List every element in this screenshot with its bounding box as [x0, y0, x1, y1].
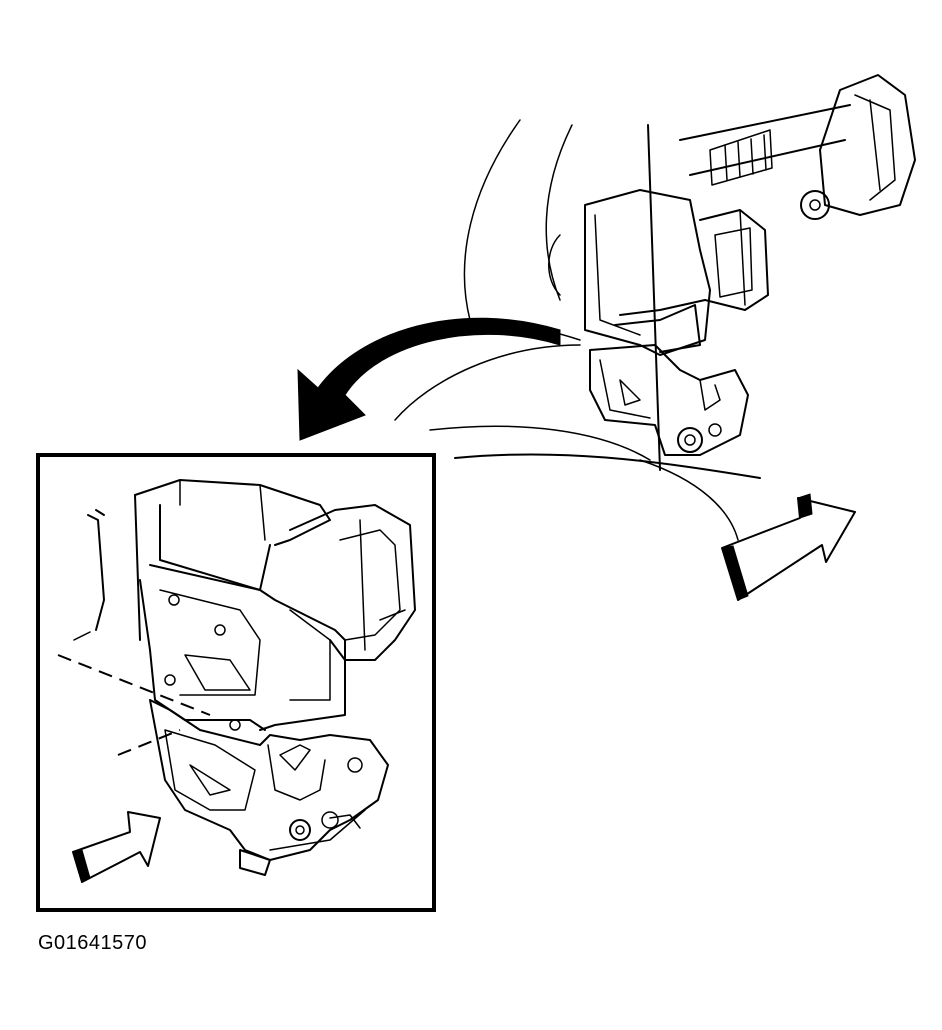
- inset-latch-detail: [57, 479, 416, 876]
- curved-arrow-icon: [297, 317, 561, 441]
- direction-arrow-icon: [72, 811, 161, 883]
- upper-latch-assembly: [584, 74, 916, 471]
- direction-arrow-icon: [721, 493, 856, 601]
- figure-id-label: G01641570: [38, 932, 148, 954]
- inset-frame: [36, 453, 436, 912]
